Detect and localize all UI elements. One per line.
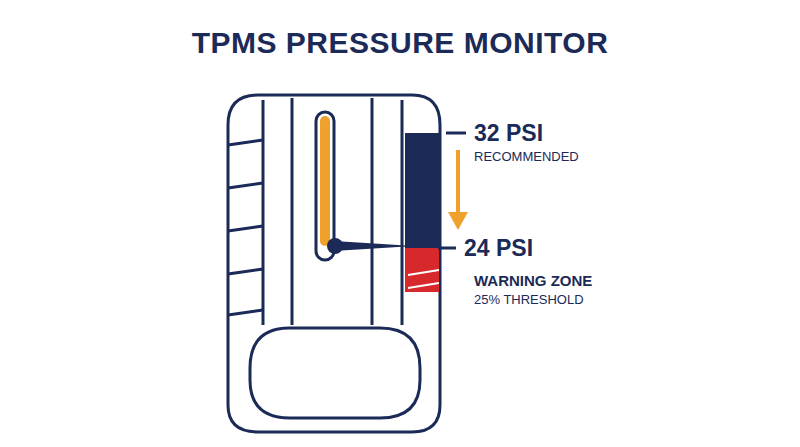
warning-label: WARNING ZONE <box>474 272 592 289</box>
threshold-note: 25% THRESHOLD <box>474 292 584 307</box>
pressure-note: RECOMMENDED <box>474 149 579 164</box>
pressure-value: 32 PSI <box>474 120 543 147</box>
pressure-value: 24 PSI <box>464 235 533 262</box>
diagram-title: TPMS PRESSURE MONITOR <box>0 26 800 60</box>
